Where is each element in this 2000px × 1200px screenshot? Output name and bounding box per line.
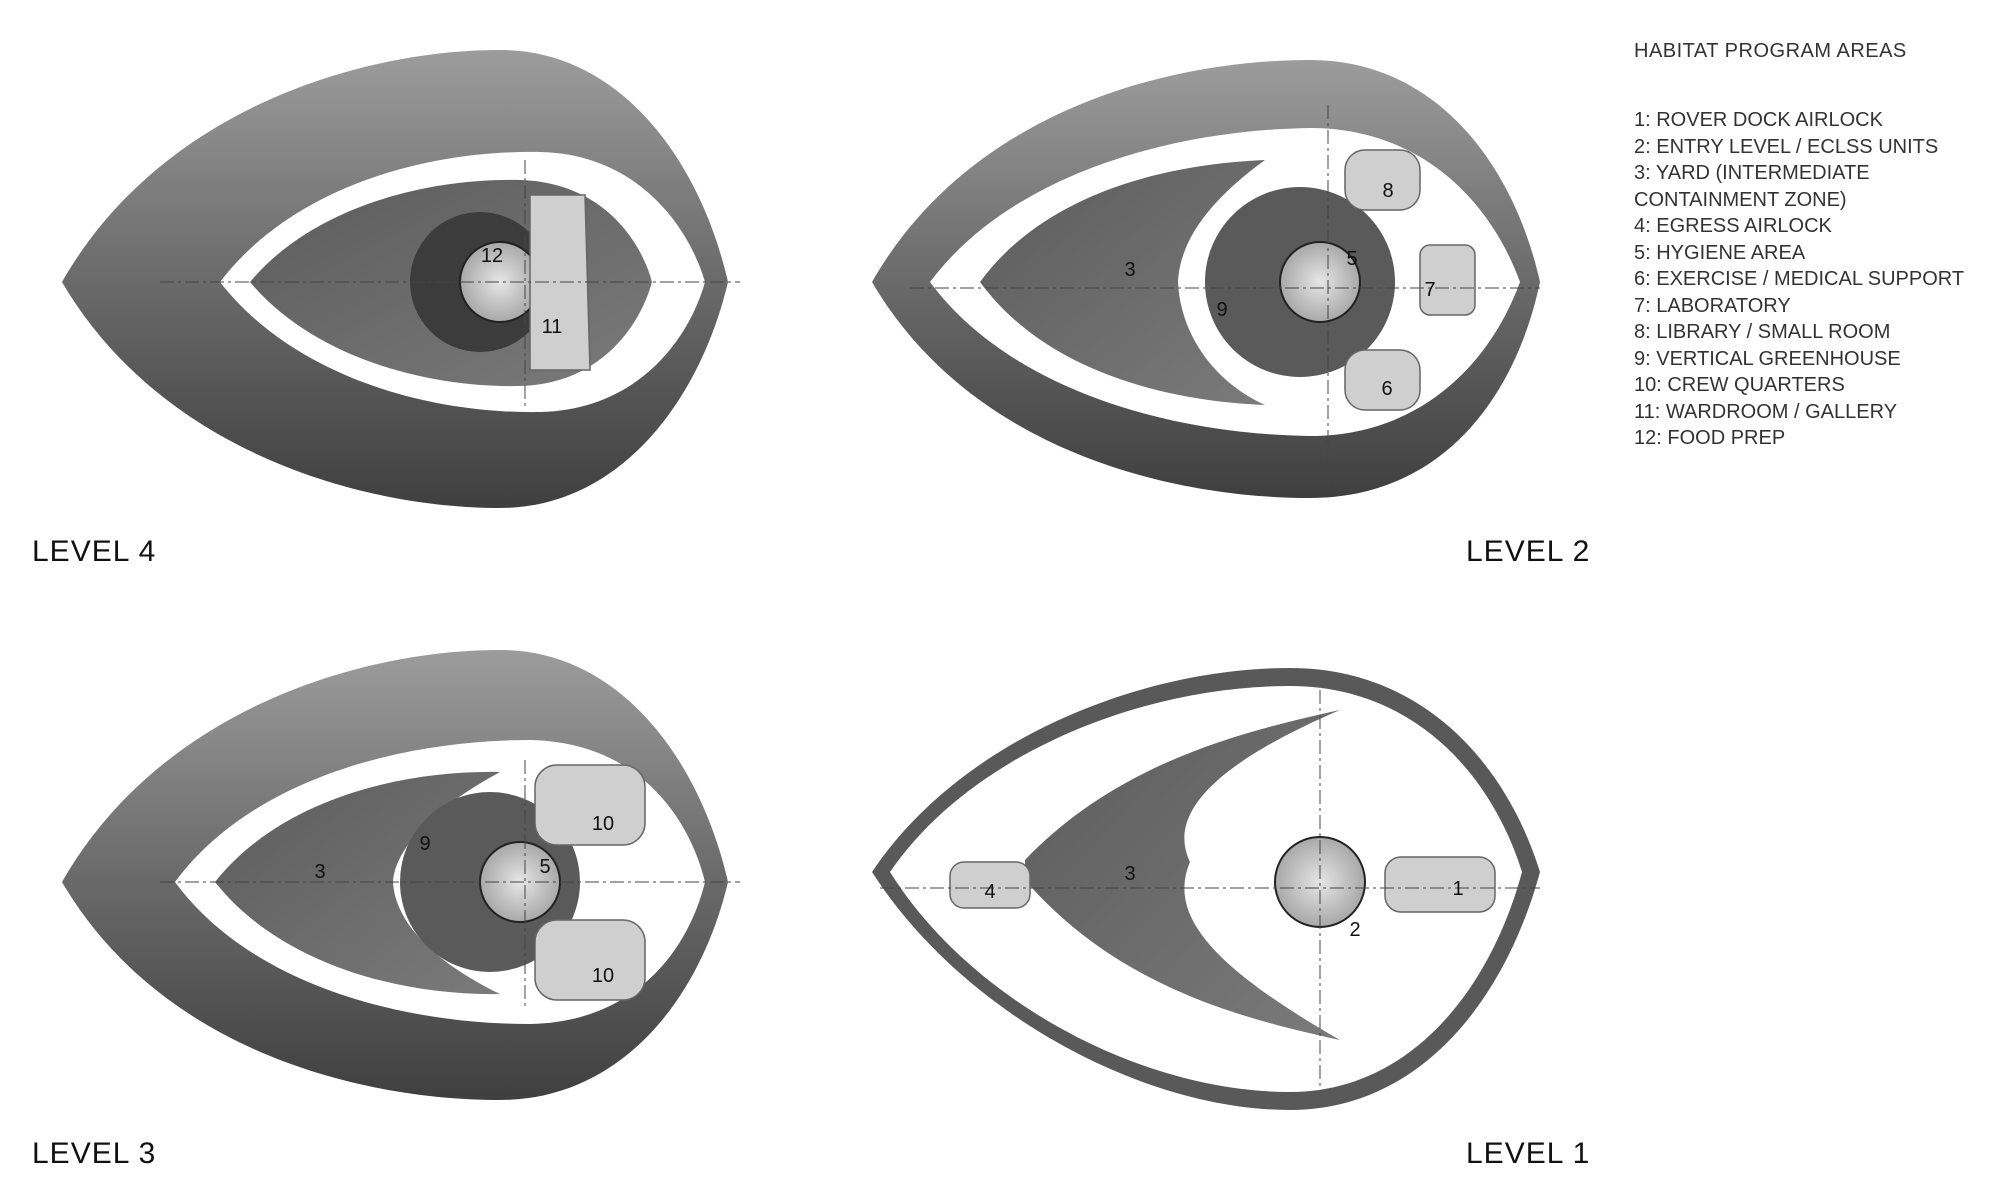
level-3-tag-10a: 10	[592, 813, 614, 835]
legend-item: 8: LIBRARY / SMALL ROOM	[1634, 321, 1891, 343]
legend-item: 2: ENTRY LEVEL / ECLSS UNITS	[1634, 135, 1939, 158]
level-2-tag-8: 8	[1382, 180, 1393, 202]
legend-item: 9: VERTICAL GREENHOUSE	[1634, 347, 1901, 370]
level-2-label: LEVEL 2	[1466, 535, 1591, 568]
legend-item: 4: EGRESS AIRLOCK	[1634, 215, 1832, 237]
level-3-tag-3: 3	[314, 861, 325, 883]
legend-title: HABITAT PROGRAM AREAS	[1634, 40, 1907, 62]
level-1-plan: 3 4 1 2	[872, 668, 1540, 1110]
level-1-tag-2: 2	[1349, 919, 1360, 941]
level-4-label: LEVEL 4	[32, 535, 157, 568]
level-2-tag-9: 9	[1216, 299, 1227, 321]
level-2-pod-8	[1344, 149, 1421, 211]
level-1-rover-dock-airlock	[1384, 856, 1496, 913]
level-1-tag-1: 1	[1452, 878, 1463, 900]
level-2-pod-7	[1419, 244, 1476, 316]
level-2-pod-6	[1344, 349, 1421, 411]
level-4-plan: 12 11	[62, 50, 740, 508]
level-2-tag-6: 6	[1381, 378, 1392, 400]
level-2-yard	[980, 160, 1265, 405]
legend-item: 11: WARDROOM / GALLERY	[1634, 400, 1898, 423]
level-1-yard	[1025, 710, 1340, 1040]
level-3-tag-10b: 10	[592, 965, 614, 987]
legend-item: 12: FOOD PREP	[1634, 427, 1786, 449]
legend-item: 5: HYGIENE AREA	[1634, 241, 1806, 264]
level-4-tag-12: 12	[481, 245, 503, 267]
level-2-plan: 8 3 5 7 9 6	[872, 60, 1540, 498]
level-1-tag-3: 3	[1124, 863, 1135, 885]
level-2-tag-5: 5	[1346, 248, 1357, 270]
legend-item: 7: LABORATORY	[1634, 294, 1791, 317]
level-2-tag-3: 3	[1124, 259, 1135, 281]
level-3-pod-10-top	[534, 764, 646, 846]
level-3-tag-9: 9	[419, 833, 430, 855]
level-2-tag-7: 7	[1424, 279, 1435, 301]
legend-item: 10: CREW QUARTERS	[1634, 374, 1845, 396]
level-4-tag-11: 11	[542, 316, 563, 338]
level-3-label: LEVEL 3	[32, 1137, 157, 1170]
level-3-yard	[215, 771, 500, 995]
level-1-tag-4: 4	[984, 881, 995, 903]
level-1-white-ring	[890, 686, 1522, 1092]
level-1-egress-airlock	[949, 861, 1031, 909]
level-1-label: LEVEL 1	[1466, 1137, 1591, 1170]
level-3-tag-5: 5	[539, 856, 550, 878]
level-3-pod-10-bottom	[534, 919, 646, 1001]
legend-item: 6: EXERCISE / MEDICAL SUPPORT	[1634, 268, 1965, 290]
legend-item: 3: YARD (INTERMEDIATE CONTAINMENT ZONE)	[1634, 162, 1870, 211]
level-3-plan: 10 3 9 5 10	[62, 650, 740, 1100]
program-areas-legend: HABITAT PROGRAM AREAS 1: ROVER DOCK AIRL…	[1634, 40, 1974, 452]
level-2-core	[1279, 241, 1361, 323]
legend-item: 1: ROVER DOCK AIRLOCK	[1634, 109, 1883, 131]
